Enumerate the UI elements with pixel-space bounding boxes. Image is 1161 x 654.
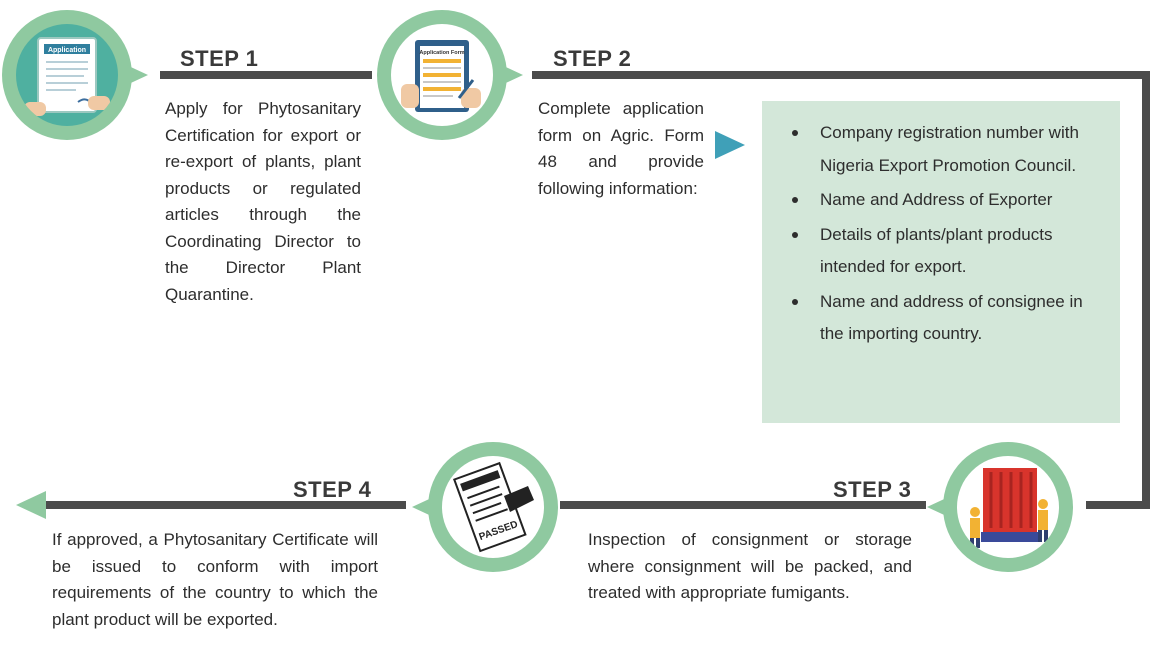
required-information-box: Company registration number with Nigeria…: [762, 101, 1120, 423]
connector-line-step3: [560, 501, 926, 509]
step1-description: Apply for Phytosanitary Certification fo…: [165, 99, 361, 304]
step4-label: STEP 4: [293, 477, 372, 502]
application-document-icon: Application: [24, 37, 110, 116]
connector-line-step1: [160, 71, 372, 79]
flow-end-arrow-icon: [16, 491, 46, 519]
application-icon-text: Application: [48, 47, 86, 54]
step3-description: Inspection of consignment or storage whe…: [588, 530, 912, 602]
shipping-container-workers-icon: [970, 468, 1048, 548]
connector-line-step4: [40, 501, 406, 509]
application-form-icon-text: Application Form: [419, 50, 464, 56]
info-item-consignee: Name and address of consignee in the imp…: [792, 286, 1104, 351]
connector-line-right-vertical: [1142, 71, 1150, 509]
application-form-clipboard-icon: Application Form: [401, 40, 481, 112]
info-item-exporter: Name and Address of Exporter: [792, 184, 1104, 217]
step3-icon-circle: [927, 442, 1073, 572]
step3-label: STEP 3: [833, 477, 912, 502]
connector-line-step2: [532, 71, 1150, 79]
connector-line-step3-right: [1086, 501, 1150, 509]
step2-description: Complete application form on Agric. Form…: [538, 99, 704, 198]
inspection-passed-stamp-icon: PASSED: [453, 461, 534, 553]
step2-label: STEP 2: [553, 46, 632, 71]
info-item-registration: Company registration number with Nigeria…: [792, 117, 1104, 182]
required-information-list: Company registration number with Nigeria…: [762, 101, 1120, 351]
step2-icon-circle: Application Form: [377, 10, 523, 140]
step4-icon-circle: PASSED: [412, 442, 558, 572]
step1-label: STEP 1: [180, 46, 259, 71]
step1-icon-circle: Application: [2, 10, 148, 140]
pointer-arrow-icon: [715, 131, 745, 159]
info-item-plant-details: Details of plants/plant products intende…: [792, 219, 1104, 284]
step4-description: If approved, a Phytosanitary Certificate…: [52, 530, 378, 629]
